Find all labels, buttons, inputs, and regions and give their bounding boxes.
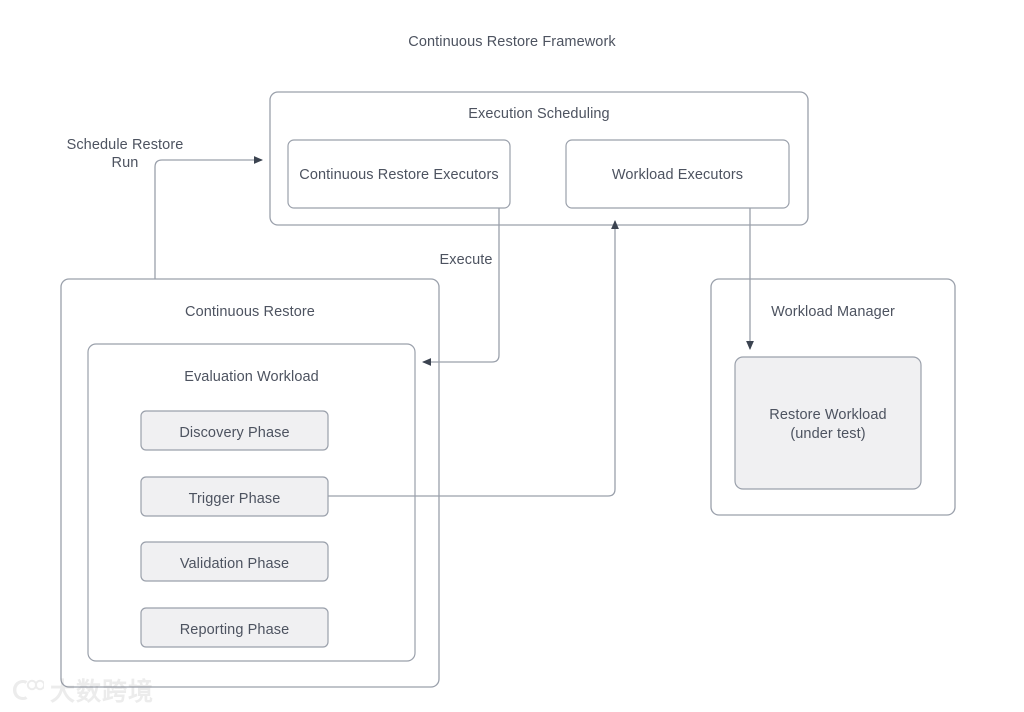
continuous-restore-label: Continuous Restore	[185, 304, 315, 320]
restore-workload-node[interactable]	[734, 356, 922, 490]
workload-executors-node[interactable]	[565, 139, 790, 209]
execution-scheduling-label: Execution Scheduling	[468, 106, 610, 122]
reporting-phase-label: Reporting Phase	[179, 622, 290, 638]
diagram-title: Continuous Restore Framework	[408, 34, 616, 50]
validation-phase-label: Validation Phase	[179, 556, 290, 572]
discovery-phase-label: Discovery Phase	[179, 425, 290, 441]
trigger-phase-label: Trigger Phase	[188, 491, 281, 507]
continuous-restore-executors-node[interactable]	[287, 139, 511, 209]
edge-execute	[422, 208, 500, 366]
continuous-restore-executors-label: Continuous Restore Executors	[299, 167, 499, 183]
discovery-phase-node[interactable]	[140, 410, 329, 451]
evaluation-workload-label: Evaluation Workload	[184, 369, 319, 385]
workload-manager-label: Workload Manager	[771, 304, 895, 320]
restore-workload-label-line2: (under test)	[790, 426, 866, 442]
edge-label-execute: Execute	[439, 252, 493, 268]
restore-workload-label-line1: Restore Workload	[769, 407, 887, 423]
edge-schedule-restore-run	[154, 156, 263, 279]
validation-phase-node[interactable]	[140, 541, 329, 582]
edge-label-schedule-restore-run-line1: Schedule Restore	[66, 137, 184, 153]
edge-label-schedule-restore-run-line2: Run	[111, 155, 139, 171]
workload-executors-label: Workload Executors	[611, 167, 744, 183]
reporting-phase-node[interactable]	[140, 607, 329, 648]
edge-trigger-to-workload-executors	[328, 220, 619, 497]
